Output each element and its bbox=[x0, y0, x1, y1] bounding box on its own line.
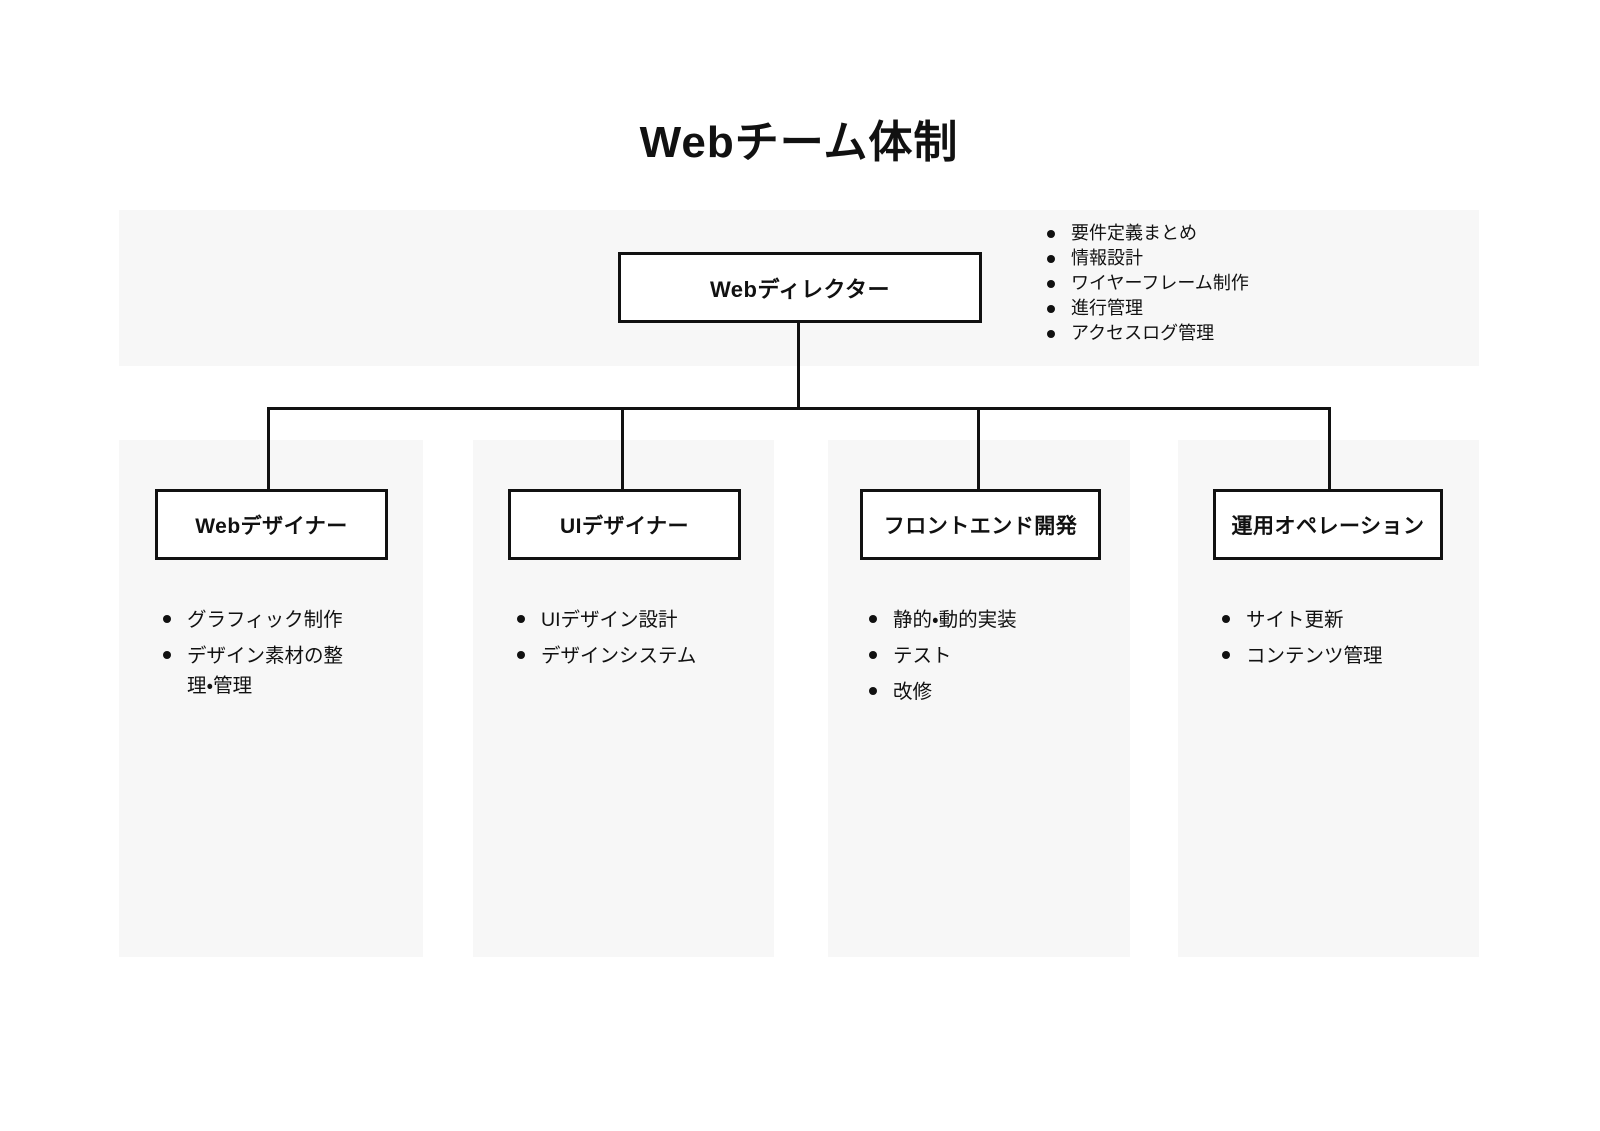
node-operations: 運用オペレーション bbox=[1213, 489, 1443, 560]
operations-task-list: サイト更新 コンテンツ管理 bbox=[1220, 605, 1412, 677]
page-title: Webチーム体制 bbox=[639, 118, 959, 167]
ui-designer-task-list: UIデザイン設計 デザインシステム bbox=[515, 605, 707, 677]
list-item: 進行管理 bbox=[1045, 296, 1465, 321]
list-item: テスト bbox=[867, 641, 1059, 671]
director-task-list: 要件定義まとめ 情報設計 ワイヤーフレーム制作 進行管理 アクセスログ管理 bbox=[1045, 221, 1465, 346]
list-item: アクセスログ管理 bbox=[1045, 321, 1465, 346]
frontend-task-list: 静的・動的実装 テスト 改修 bbox=[867, 605, 1059, 713]
node-ui-designer: UIデザイナー bbox=[508, 489, 741, 560]
connector-drop-operations bbox=[1328, 407, 1331, 491]
node-web-designer: Webデザイナー bbox=[155, 489, 388, 560]
web-designer-task-list: グラフィック制作 デザイン素材の整理・管理 bbox=[161, 605, 353, 707]
list-item: 改修 bbox=[867, 677, 1059, 707]
list-item: 静的・動的実装 bbox=[867, 605, 1059, 635]
node-web-director-label: Webディレクター bbox=[709, 276, 891, 302]
connector-director-drop bbox=[797, 320, 800, 410]
list-item: 情報設計 bbox=[1045, 246, 1465, 271]
connector-drop-web-designer bbox=[267, 407, 270, 491]
connector-drop-ui-designer bbox=[621, 407, 624, 491]
node-ui-designer-label: UIデザイナー bbox=[559, 514, 690, 538]
list-item: デザインシステム bbox=[515, 641, 707, 671]
connector-drop-frontend bbox=[977, 407, 980, 491]
node-web-designer-label: Webデザイナー bbox=[195, 514, 348, 538]
node-frontend-dev-label: フロントエンド開発 bbox=[883, 514, 1078, 538]
list-item: ワイヤーフレーム制作 bbox=[1045, 271, 1465, 296]
connector-horizontal-bar bbox=[267, 407, 1331, 410]
list-item: デザイン素材の整理・管理 bbox=[161, 641, 353, 701]
node-operations-label: 運用オペレーション bbox=[1231, 514, 1425, 538]
list-item: グラフィック制作 bbox=[161, 605, 353, 635]
list-item: 要件定義まとめ bbox=[1045, 221, 1465, 246]
node-frontend-dev: フロントエンド開発 bbox=[860, 489, 1101, 560]
list-item: コンテンツ管理 bbox=[1220, 641, 1412, 671]
node-web-director: Webディレクター bbox=[618, 252, 982, 323]
list-item: サイト更新 bbox=[1220, 605, 1412, 635]
list-item: UIデザイン設計 bbox=[515, 605, 707, 635]
